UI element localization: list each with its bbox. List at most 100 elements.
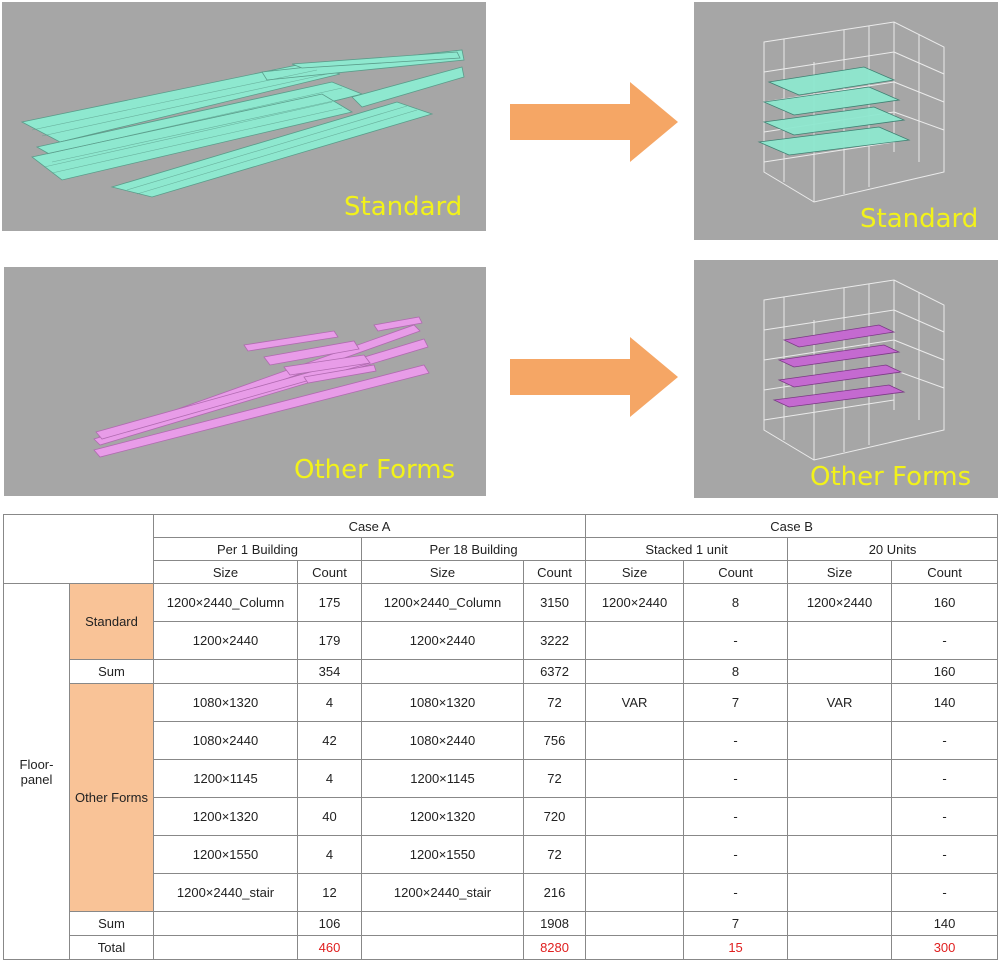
table-cell — [585, 935, 685, 960]
table-cell: 1200×2440 — [585, 583, 685, 622]
count-header: Count — [683, 560, 789, 584]
table-cell: 216 — [522, 873, 587, 912]
table-cell — [153, 911, 298, 936]
total-cell: 8280 — [522, 935, 587, 960]
size-header: Size — [153, 560, 298, 584]
arrow-right-icon — [510, 82, 678, 162]
table-cell — [787, 873, 893, 912]
total-cell: 300 — [891, 935, 999, 960]
table-cell: - — [891, 721, 999, 760]
table-cell — [585, 659, 685, 684]
table-cell: 4 — [297, 835, 362, 874]
size-header: Size — [361, 560, 524, 584]
table-cell: - — [683, 873, 789, 912]
floor-panel-label: Floor- panel — [3, 583, 70, 960]
table-cell: 42 — [297, 721, 362, 760]
per-1-building-header: Per 1 Building — [153, 537, 362, 561]
table-cell: 8 — [683, 659, 789, 684]
total-cell: 460 — [297, 935, 362, 960]
sum-label: Sum — [69, 911, 154, 936]
table-cell — [585, 911, 685, 936]
table-cell: 3150 — [522, 583, 587, 622]
sum-label: Sum — [69, 659, 154, 684]
table-cell: - — [891, 797, 999, 836]
table-cell — [361, 935, 524, 960]
table-cell: - — [683, 835, 789, 874]
table-cell — [361, 911, 524, 936]
table-cell: 72 — [522, 835, 587, 874]
table-cell: 1200×1550 — [153, 835, 298, 874]
table-cell: 1200×2440 — [153, 621, 298, 660]
standard-panels-layout-view: Standard — [2, 2, 486, 231]
table-cell: 1200×1320 — [153, 797, 298, 836]
standard-label: Standard — [69, 583, 154, 660]
table-cell: - — [683, 621, 789, 660]
table-cell: - — [683, 721, 789, 760]
table-cell — [787, 721, 893, 760]
table-cell — [787, 659, 893, 684]
building-wireframe-standard — [757, 21, 945, 203]
table-cell — [585, 721, 685, 760]
other-forms-label: Other Forms — [69, 683, 154, 912]
table-cell: 72 — [522, 683, 587, 722]
size-header: Size — [787, 560, 893, 584]
table-cell: - — [891, 873, 999, 912]
total-cell: 15 — [683, 935, 789, 960]
table-cell: 1080×2440 — [153, 721, 298, 760]
other-forms-panels-illustration — [93, 316, 430, 458]
table-cell — [585, 835, 685, 874]
table-cell — [585, 759, 685, 798]
20-units-header: 20 Units — [787, 537, 999, 561]
table-cell: 160 — [891, 583, 999, 622]
stacked-1-unit-header: Stacked 1 unit — [585, 537, 789, 561]
building-wireframe-other-forms — [763, 279, 945, 461]
table-cell: 140 — [891, 911, 999, 936]
total-label: Total — [69, 935, 154, 960]
corner-cell — [3, 514, 154, 584]
table-cell: 8 — [683, 583, 789, 622]
table-cell — [787, 797, 893, 836]
table-cell: 160 — [891, 659, 999, 684]
count-header: Count — [891, 560, 999, 584]
table-cell: 4 — [297, 759, 362, 798]
table-cell: 1200×2440_stair — [153, 873, 298, 912]
table-cell: 1080×1320 — [153, 683, 298, 722]
table-cell: 40 — [297, 797, 362, 836]
table-cell: 1200×1550 — [361, 835, 524, 874]
table-cell: - — [891, 835, 999, 874]
case-b-header: Case B — [585, 514, 999, 538]
table-cell: - — [683, 797, 789, 836]
table-cell: - — [683, 759, 789, 798]
arrow-right-icon — [510, 337, 678, 417]
per-18-building-header: Per 18 Building — [360, 537, 587, 561]
table-cell: 1200×1320 — [361, 797, 524, 836]
table-cell: 3222 — [522, 621, 587, 660]
bottom-right-caption: Other Forms — [810, 462, 972, 492]
top-left-caption: Standard — [344, 192, 463, 222]
table-cell — [787, 935, 893, 960]
table-cell: 1200×2440_Column — [361, 583, 524, 622]
table-cell: 12 — [297, 873, 362, 912]
table-cell — [585, 797, 685, 836]
table-cell: 6372 — [522, 659, 587, 684]
table-cell: 720 — [522, 797, 587, 836]
bottom-left-caption: Other Forms — [294, 455, 456, 485]
table-cell: 1080×1320 — [361, 683, 524, 722]
table-cell: - — [891, 759, 999, 798]
standard-panels-illustration — [20, 49, 465, 198]
table-cell: 7 — [683, 911, 789, 936]
other-forms-building-view: Other Forms — [694, 260, 998, 498]
table-cell — [787, 621, 893, 660]
table-cell: - — [891, 621, 999, 660]
table-cell: 1200×2440_stair — [361, 873, 524, 912]
standard-building-view: Standard — [694, 2, 998, 240]
count-header: Count — [522, 560, 587, 584]
table-cell — [153, 659, 298, 684]
table-cell: 1908 — [522, 911, 587, 936]
table-cell: 140 — [891, 683, 999, 722]
table-cell — [787, 911, 893, 936]
case-a-header: Case A — [152, 514, 587, 538]
table-cell: 1200×1145 — [153, 759, 298, 798]
table-cell — [585, 621, 685, 660]
size-header: Size — [585, 560, 685, 584]
